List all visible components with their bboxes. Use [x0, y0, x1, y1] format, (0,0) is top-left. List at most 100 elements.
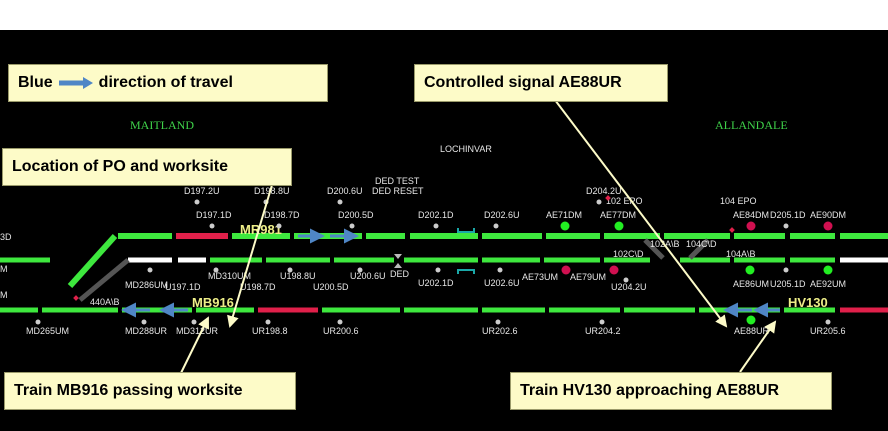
ded-reset-label: DED RESET [372, 186, 424, 196]
label-d202-1d: D202.1D [418, 210, 454, 220]
signal-ae90dm[interactable] [823, 221, 833, 231]
signal-d202-6u[interactable] [493, 223, 499, 229]
signal-u202-6u[interactable] [497, 267, 503, 273]
label-point-104ab: 104A\B [726, 249, 756, 259]
signal-ae77dm[interactable] [614, 221, 624, 231]
train-hv130[interactable]: HV130 [788, 295, 828, 310]
signal-ur200-6[interactable] [337, 319, 343, 325]
label-d200-5d: D200.5D [338, 210, 374, 220]
up-signal-row: 3D D197.1D D198.7D D200.5D D202.1D D202.… [0, 195, 846, 242]
station-allandale: ALLANDALE [715, 118, 788, 132]
label-md265um: MD265UM [26, 326, 69, 336]
signal-d197-2u[interactable] [194, 199, 200, 205]
callout-pointers [179, 99, 777, 376]
lower-signal-row: M MD265UM MD288UR MD312UR UR198.8 UR200.… [0, 290, 846, 336]
callout-train-hv130: Train HV130 approaching AE88UR [510, 372, 832, 410]
train-mr981[interactable]: MR981 [240, 222, 282, 237]
label-u202-1d: U202.1D [418, 278, 454, 288]
signal-d198-7d[interactable] [276, 223, 282, 229]
label-ur200-6: UR200.6 [323, 326, 359, 336]
signal-ur198-8[interactable] [265, 319, 271, 325]
label-d197-2u: D197.2U [184, 186, 220, 196]
callout-train-mb916: Train MB916 passing worksite [4, 372, 296, 410]
label-ur202-6: UR202.6 [482, 326, 518, 336]
signal-u205-1d[interactable] [783, 267, 789, 273]
label-u200-5d: U200.5D [313, 282, 349, 292]
label-u204-2u: U204.2U [611, 282, 647, 292]
signal-d205-1d[interactable] [783, 223, 789, 229]
label-md312ur: MD312UR [176, 326, 219, 336]
crossover-440[interactable] [78, 258, 130, 302]
train-mb916[interactable]: MB916 [192, 295, 234, 310]
signal-md288ur[interactable] [141, 319, 147, 325]
signal-d200-5d[interactable] [349, 223, 355, 229]
travel-arrows [121, 228, 780, 318]
label-u200-6u: U200.6U [350, 271, 386, 281]
label-u198-8u: U198.8U [280, 271, 316, 281]
station-maitland: MAITLAND [130, 118, 194, 132]
svg-text:3D: 3D [0, 232, 12, 242]
label-d198-7d: D198.7D [264, 210, 300, 220]
signal-d197-1d[interactable] [209, 223, 215, 229]
signal-ae84dm[interactable] [746, 221, 756, 231]
ded-label: DED [390, 269, 410, 279]
signal-ur202-6[interactable] [495, 319, 501, 325]
signal-ur204-2[interactable] [599, 319, 605, 325]
label-ae77dm: AE77DM [600, 210, 636, 220]
signal-d204-2u[interactable] [596, 199, 602, 205]
label-d202-6u: D202.6U [484, 210, 520, 220]
label-u205-1d: U205.1D [770, 279, 806, 289]
signal-d200-6u[interactable] [337, 199, 343, 205]
label-ae86um: AE86UM [733, 279, 769, 289]
callout-controlled-signal: Controlled signal AE88UR [414, 64, 668, 102]
label-ae84dm: AE84DM [733, 210, 769, 220]
label-md310um: MD310UM [208, 271, 251, 281]
svg-text:M: M [0, 264, 8, 274]
signal-u202-1d[interactable] [435, 267, 441, 273]
signal-ur205-6[interactable] [825, 319, 831, 325]
station-lochinvar: LOCHINVAR [440, 144, 492, 154]
label-point-440ab: 440A\B [90, 297, 120, 307]
label-ae92um: AE92UM [810, 279, 846, 289]
label-d200-6u: D200.6U [327, 186, 363, 196]
label-ae90dm: AE90DM [810, 210, 846, 220]
signal-ae86um[interactable] [745, 265, 755, 275]
label-point-104cd: 104C\D [686, 239, 717, 249]
label-md288ur: MD288UR [125, 326, 168, 336]
label-ae88ur: AE88UR [734, 326, 770, 336]
label-point-102cd: 102C\D [613, 249, 644, 259]
signal-u200-6u[interactable] [357, 267, 363, 273]
signal-d202-1d[interactable] [433, 223, 439, 229]
signal-u198-8u[interactable] [287, 267, 293, 273]
label-d197-1d: D197.1D [196, 210, 232, 220]
signal-ae92um[interactable] [823, 265, 833, 275]
label-104-epo: 104 EPO [720, 196, 757, 206]
label-ur205-6: UR205.6 [810, 326, 846, 336]
middle-signal-row: M MD286UM MD310UM U198.8U U200.6U U197.1… [0, 264, 846, 292]
signal-u204-2u[interactable] [623, 277, 629, 283]
signal-md286um[interactable] [147, 267, 153, 273]
label-ae71dm: AE71DM [546, 210, 582, 220]
signal-ae79um[interactable] [609, 265, 619, 275]
blue-arrow-icon [58, 76, 93, 89]
signal-md310um[interactable] [213, 267, 219, 273]
signal-ae71dm[interactable] [560, 221, 570, 231]
label-d198-8u: D198.8U [254, 186, 290, 196]
signal-ae88ur[interactable] [746, 315, 756, 325]
ded-up-icon[interactable] [394, 254, 402, 259]
signal-md265um[interactable] [35, 319, 41, 325]
top-bar [0, 0, 888, 30]
label-u202-6u: U202.6U [484, 278, 520, 288]
signal-md312ur[interactable] [191, 319, 197, 325]
signal-ae73um[interactable] [561, 265, 571, 275]
crossover-104[interactable] [688, 238, 710, 260]
ded-down-icon[interactable] [394, 263, 402, 268]
callout-po-location: Location of PO and worksite [2, 148, 292, 186]
label-102-epo: 102 EPO [606, 196, 643, 206]
crossover-102[interactable] [643, 238, 665, 260]
label-ur198-8: UR198.8 [252, 326, 288, 336]
ded-test-label: DED TEST [375, 176, 420, 186]
